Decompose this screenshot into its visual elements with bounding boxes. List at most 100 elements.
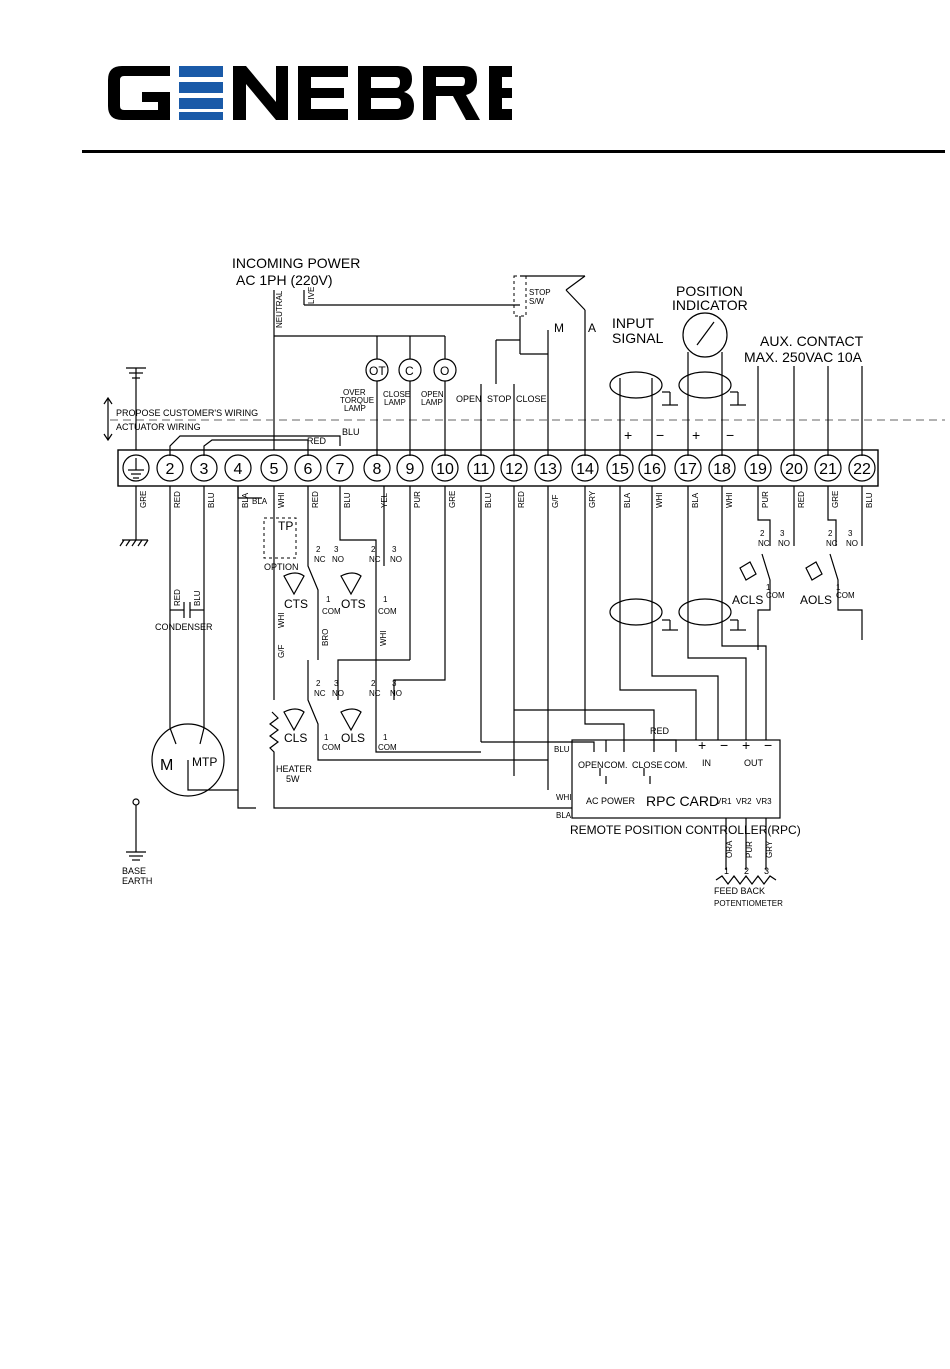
svg-text:M: M: [554, 321, 564, 335]
terminal-strip: [117, 449, 879, 487]
input-signal-label-2: SIGNAL: [612, 330, 664, 346]
feedback-label-2: POTENTIOMETER: [714, 899, 783, 908]
motor-symbol: [151, 723, 225, 797]
terminal-number: 14: [576, 461, 594, 478]
svg-text:C: C: [405, 364, 414, 378]
terminal-number: 18: [713, 461, 731, 478]
open-control-label: OPEN: [456, 394, 482, 404]
terminal-7: [326, 454, 354, 482]
svg-text:OPTION: OPTION: [264, 562, 299, 572]
svg-text:NC: NC: [758, 539, 770, 548]
terminal-number: 7: [336, 461, 345, 478]
svg-text:2: 2: [744, 866, 749, 876]
stop-control-label: STOP: [487, 394, 511, 404]
terminal-number: 17: [679, 461, 697, 478]
wire-color-tag: RED: [517, 491, 526, 508]
svg-text:1: 1: [324, 733, 329, 742]
terminal-number: 2: [166, 461, 175, 478]
svg-text:WHI: WHI: [277, 612, 286, 628]
lamp-open: O OPEN LAMP: [421, 358, 457, 407]
svg-text:OLS: OLS: [341, 731, 365, 745]
svg-text:BLA: BLA: [556, 811, 572, 820]
aux-contact-label: AUX. CONTACT: [760, 333, 864, 349]
wire-color-tag: BLU: [484, 492, 493, 508]
svg-text:−: −: [764, 737, 772, 753]
svg-text:LAMP: LAMP: [384, 398, 406, 407]
svg-text:AOLS: AOLS: [800, 593, 832, 607]
svg-text:RED: RED: [173, 589, 182, 606]
svg-text:RED: RED: [307, 436, 327, 446]
svg-text:+: +: [742, 737, 750, 753]
svg-text:NC: NC: [314, 689, 326, 698]
terminal-number: 21: [819, 461, 837, 478]
svg-text:M: M: [160, 757, 173, 774]
svg-text:OT: OT: [369, 364, 386, 378]
wire-color-tag: GRE: [448, 491, 457, 508]
terminal-number: 6: [304, 461, 313, 478]
wire-color-tag: BLU: [865, 492, 874, 508]
svg-text:WHI: WHI: [379, 630, 388, 646]
svg-text:5W: 5W: [286, 774, 300, 784]
svg-text:RED: RED: [650, 726, 670, 736]
wire-color-tag: GRE: [831, 491, 840, 508]
svg-text:NC: NC: [369, 555, 381, 564]
cts-switch: CTS 2 NC 3 NO 1 COM: [283, 545, 344, 616]
svg-text:NO: NO: [390, 555, 402, 564]
ols-switch: OLS 2 NC 3 NO 1 COM: [340, 679, 402, 752]
stop-switch: STOP S/W M A: [513, 275, 596, 335]
wire-color-tag: RED: [797, 491, 806, 508]
svg-text:VR3: VR3: [756, 797, 772, 806]
svg-text:EARTH: EARTH: [122, 876, 152, 886]
incoming-power-spec: AC 1PH (220V): [236, 272, 332, 288]
wire-color-tag: BLA: [241, 492, 250, 508]
wire-color-tag: PUR: [413, 491, 422, 508]
svg-text:NC: NC: [369, 689, 381, 698]
svg-text:COM: COM: [322, 743, 341, 752]
terminal-number: 4: [234, 461, 243, 478]
terminal-number: 11: [473, 461, 490, 478]
svg-text:MTP: MTP: [192, 755, 217, 769]
svg-text:NC: NC: [314, 555, 326, 564]
svg-text:OTS: OTS: [341, 597, 366, 611]
svg-text:2: 2: [316, 545, 321, 554]
svg-text:OPEN: OPEN: [578, 760, 604, 770]
customer-wiring-label: PROPOSE CUSTOMER'S WIRING: [116, 408, 258, 418]
svg-text:3: 3: [764, 866, 769, 876]
svg-text:COM: COM: [378, 743, 397, 752]
position-indicator-label-2: INDICATOR: [672, 297, 748, 313]
svg-text:3: 3: [334, 545, 339, 554]
wire-color-tag: G/F: [551, 495, 560, 508]
wire-color-tag: BLU: [207, 492, 216, 508]
terminal-number: 15: [611, 461, 629, 478]
svg-text:BASE: BASE: [122, 866, 146, 876]
svg-text:TP: TP: [278, 519, 293, 533]
close-control-label: CLOSE: [516, 394, 547, 404]
wire-color-tag: WHI: [655, 492, 664, 508]
terminal-4: [224, 454, 252, 482]
wire-color-tag: BLA: [691, 492, 700, 508]
svg-text:2: 2: [828, 529, 833, 538]
svg-text:3: 3: [392, 545, 397, 554]
svg-text:+: +: [624, 427, 632, 443]
svg-text:S/W: S/W: [529, 297, 545, 306]
wire-color-tag: WHI: [277, 492, 286, 508]
ots-switch: OTS 2 NC 3 NO 1 COM: [340, 545, 402, 616]
genebre-logo: [108, 66, 512, 120]
svg-text:PUR: PUR: [745, 841, 754, 858]
svg-text:+: +: [698, 737, 706, 753]
actuator-wiring-label: ACTUATOR WIRING: [116, 422, 201, 432]
svg-text:COM: COM: [836, 591, 855, 600]
position-indicator-dial: [682, 312, 728, 358]
terminal-number: 22: [853, 461, 871, 478]
wire-color-tag: GRE: [139, 491, 148, 508]
svg-text:TORQUE: TORQUE: [340, 396, 374, 405]
svg-text:3: 3: [848, 529, 853, 538]
acls-switch: 2 NC 3 NO 1 COM ACLS: [732, 486, 795, 640]
terminal-number: 20: [785, 461, 803, 478]
aux-contact-spec: MAX. 250VAC 10A: [744, 349, 863, 365]
svg-text:AC POWER: AC POWER: [586, 796, 636, 806]
svg-text:2: 2: [760, 529, 765, 538]
svg-text:1: 1: [766, 583, 771, 592]
svg-text:CLS: CLS: [284, 731, 307, 745]
